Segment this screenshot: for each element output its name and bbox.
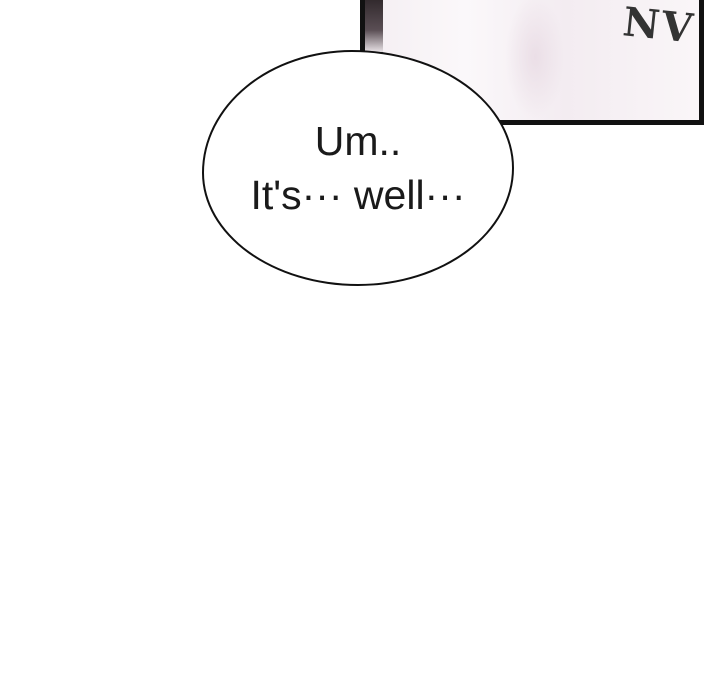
speech-line-1: Um..	[314, 118, 402, 164]
panel-shadow	[365, 0, 383, 54]
panel-highlight	[505, 0, 565, 120]
panel-sign-text: NV	[621, 0, 698, 53]
speech-line-2: It's··· well···	[250, 172, 466, 218]
speech-bubble: Um.. It's··· well···	[202, 50, 514, 286]
